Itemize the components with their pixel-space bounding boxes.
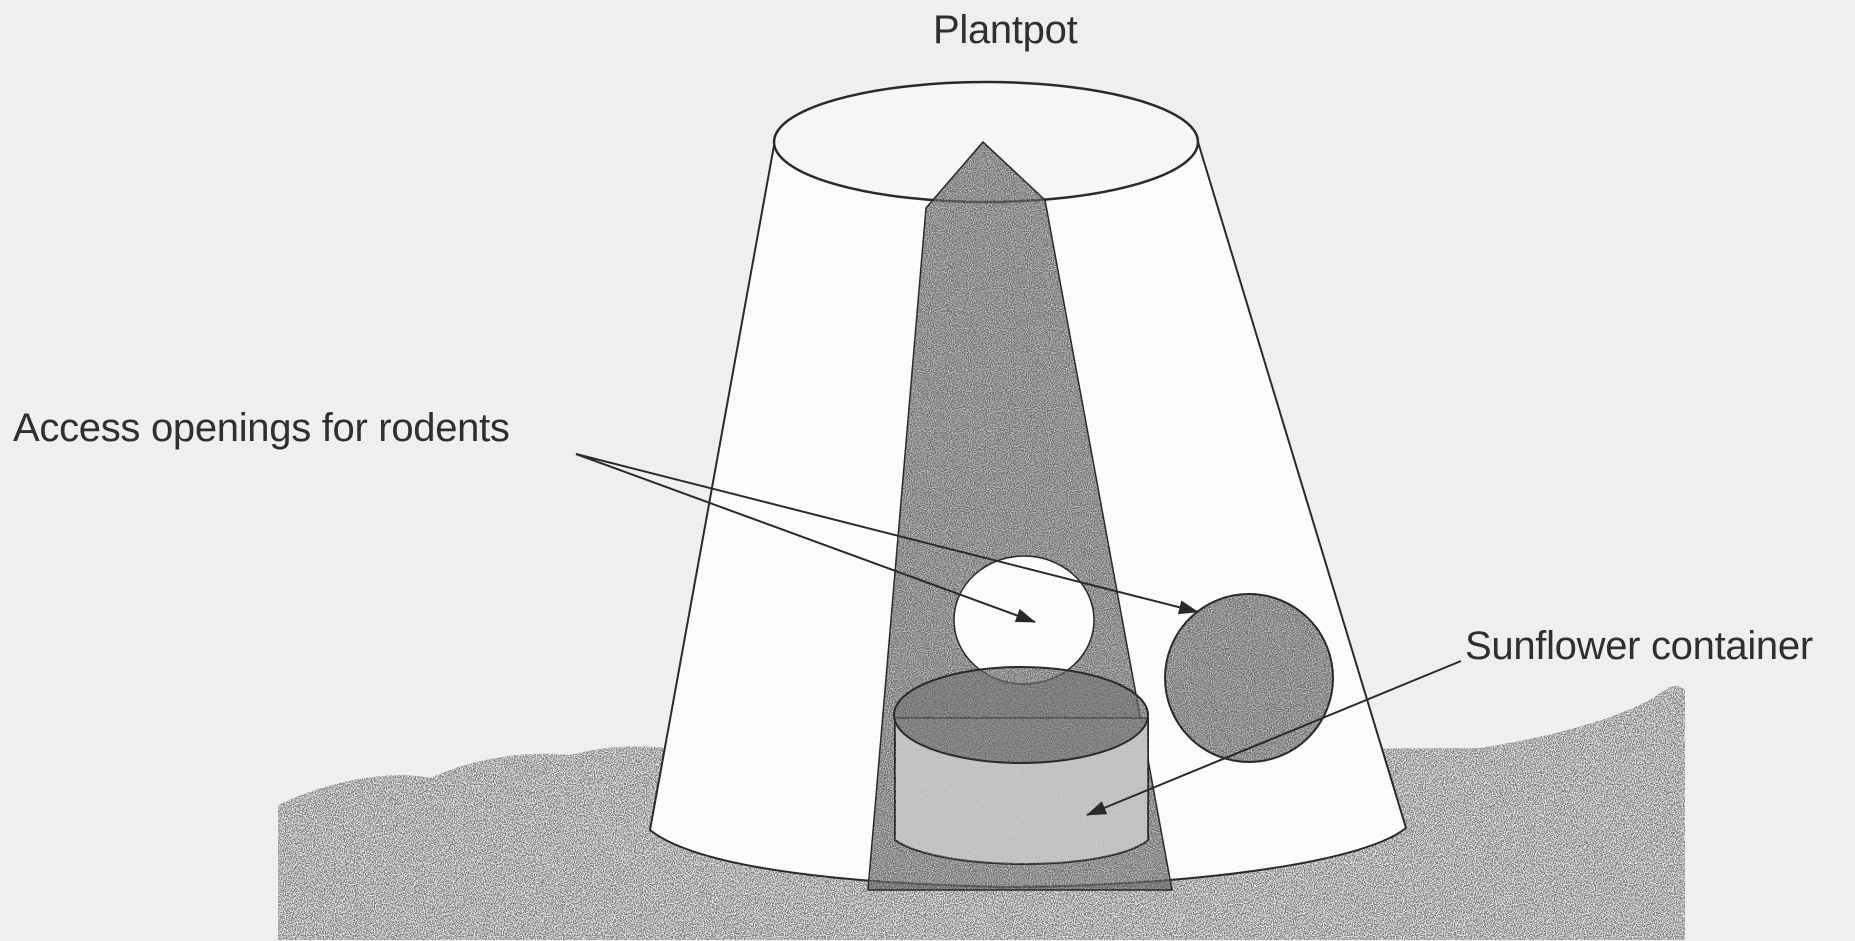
access-openings-label: Access openings for rodents (13, 408, 510, 448)
access-opening-inner (954, 556, 1094, 684)
access-opening-outer (1165, 594, 1333, 762)
sunflower-container-label: Sunflower container (1465, 626, 1813, 666)
plantpot-label: Plantpot (933, 10, 1077, 50)
sunflower-container (894, 667, 1148, 864)
